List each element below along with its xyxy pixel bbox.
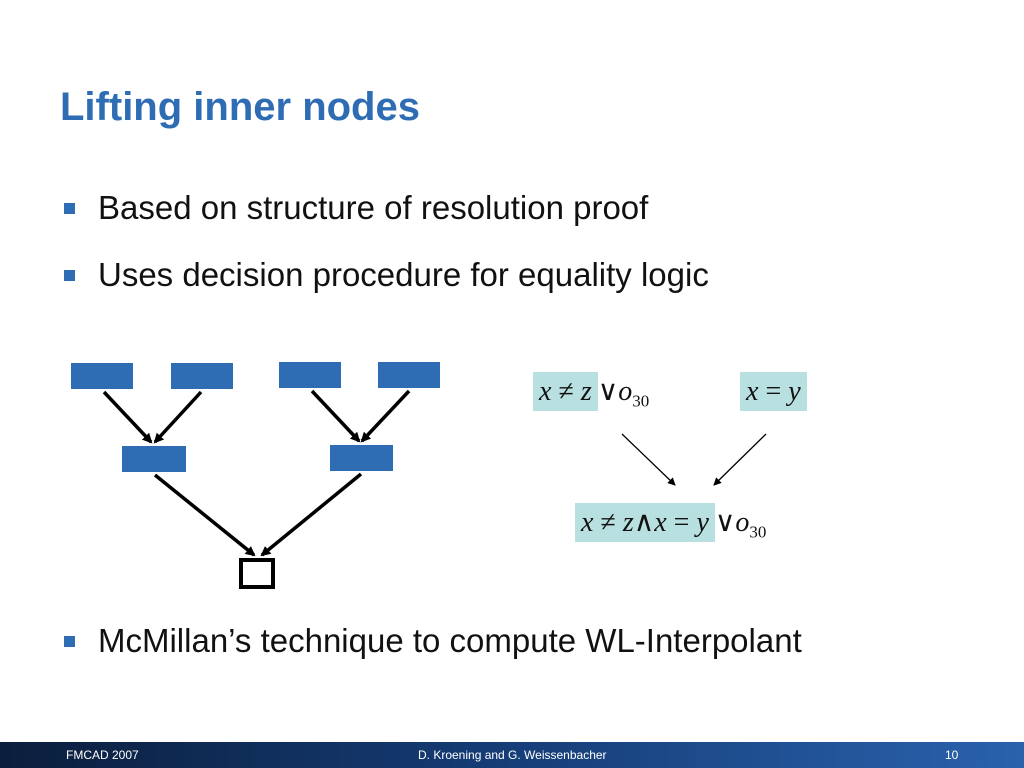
bullet-square-icon — [64, 635, 75, 647]
slide-title: Lifting inner nodes — [60, 85, 420, 129]
slide-footer: FMCAD 2007 D. Kroening and G. Weissenbac… — [0, 742, 1024, 768]
empty-clause-node — [239, 558, 275, 589]
left-clause-formula: x ≠ z∨o30 — [533, 372, 649, 420]
inner-node — [122, 446, 186, 472]
bullet-item: Based on structure of resolution proof — [64, 188, 648, 228]
footer-authors: D. Kroening and G. Weissenbacher — [418, 748, 607, 762]
footer-conference: FMCAD 2007 — [66, 748, 139, 762]
leaf-node — [279, 362, 341, 388]
inner-node — [330, 445, 393, 471]
bullet-text: Uses decision procedure for equality log… — [98, 256, 709, 293]
edge-arrow — [153, 473, 256, 557]
bullet-text: McMillan’s technique to compute WL-Inter… — [98, 622, 802, 659]
right-clause-formula: x = y — [740, 372, 807, 411]
formula-arrow — [621, 433, 676, 486]
leaf-node — [171, 363, 233, 389]
edge-arrow — [153, 390, 203, 444]
edge-arrow — [310, 389, 361, 443]
edge-arrow — [360, 389, 411, 443]
bullet-square-icon — [64, 202, 75, 214]
edge-arrow — [102, 390, 153, 444]
leaf-node — [71, 363, 133, 389]
footer-page-number: 10 — [945, 748, 959, 762]
leaf-node — [378, 362, 440, 388]
bullet-item: Uses decision procedure for equality log… — [64, 255, 709, 295]
resolvent-formula: x ≠ z∧x = y∨o30 — [575, 503, 766, 551]
bullet-square-icon — [64, 269, 75, 281]
bullet-text: Based on structure of resolution proof — [98, 189, 649, 226]
formula-highlight: x ≠ z∧x = y — [575, 503, 715, 542]
formula-highlight: x ≠ z — [533, 372, 598, 411]
bullet-item: McMillan’s technique to compute WL-Inter… — [64, 621, 802, 661]
formula-highlight: x = y — [740, 372, 807, 411]
edge-arrow — [260, 472, 363, 557]
formula-arrow — [713, 433, 767, 486]
